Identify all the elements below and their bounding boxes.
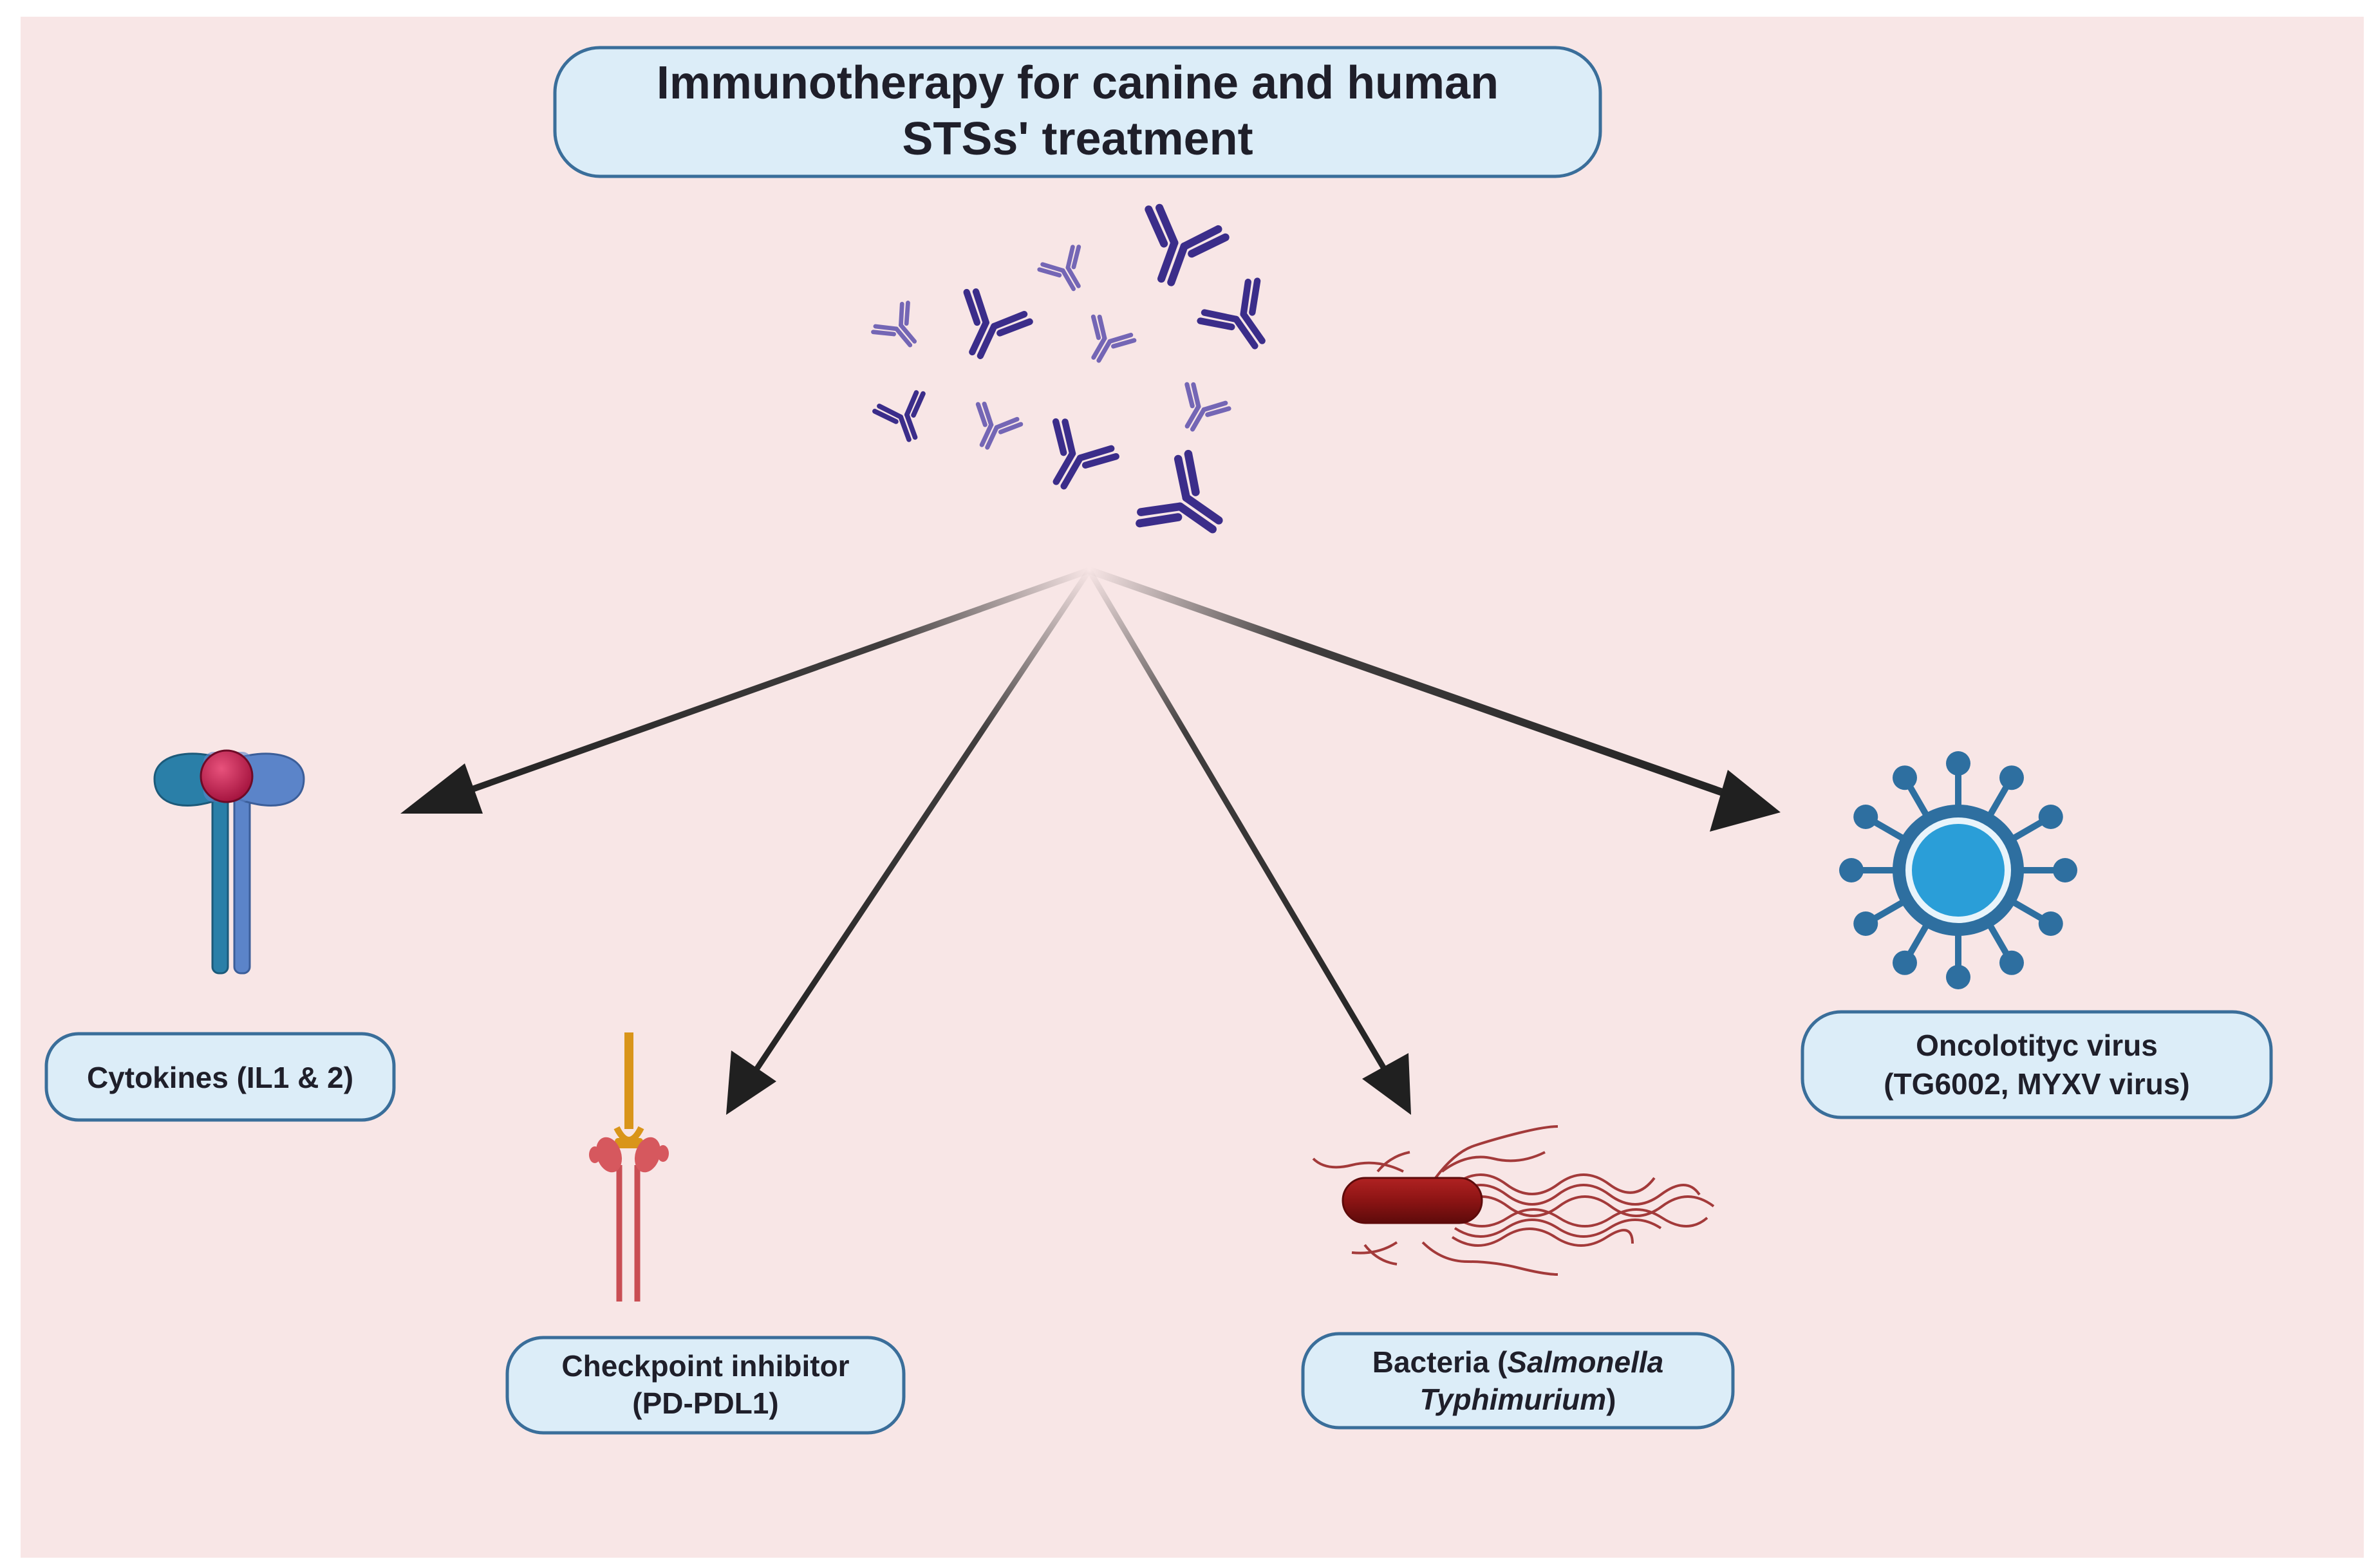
virus-icon	[1839, 751, 2077, 989]
virus-core	[1912, 824, 2005, 917]
checkpoint-label-line-1: Checkpoint inhibitor	[561, 1349, 849, 1383]
arrow-to-cytokines	[400, 567, 1090, 814]
cytokine-receptor-icon	[153, 749, 305, 975]
title-box: Immunotherapy for canine and human STSs'…	[553, 46, 1602, 178]
virus-spike-tip	[1893, 950, 1917, 975]
arrow-to-checkpoint	[726, 568, 1092, 1115]
bacterium-body	[1342, 1177, 1483, 1224]
title-line-2: STSs' treatment	[902, 113, 1253, 165]
virus-spike-tip	[1946, 965, 1970, 989]
checkpoint-box: Checkpoint inhibitor (PD-PDL1)	[505, 1336, 906, 1435]
virus-spike-tip	[1839, 858, 1864, 882]
bacteria-label-line-2: Typhimurium)	[1420, 1383, 1616, 1416]
bacteria-label-suffix: )	[1606, 1383, 1616, 1416]
virus-spike-tip	[1853, 805, 1878, 829]
cytokines-label: Cytokines (IL1 & 2)	[87, 1061, 353, 1094]
bacteria-label-prefix: Bacteria (	[1372, 1345, 1508, 1379]
bacteria-label-line-1: Bacteria (Salmonella	[1372, 1345, 1664, 1379]
virus-spike-tip	[1946, 751, 1970, 776]
virus-spike-tip	[1999, 950, 2024, 975]
virus-spike-tip	[1999, 765, 2024, 790]
virus-spike-tip	[1893, 765, 1917, 790]
virus-spike-tip	[2038, 805, 2063, 829]
arrow-to-virus	[1088, 566, 1781, 832]
virus-spike-tip	[1853, 911, 1878, 936]
virus-box: Oncolotityc virus (TG6002, MYXV virus)	[1801, 1010, 2273, 1119]
title-line-1: Immunotherapy for canine and human	[657, 57, 1499, 109]
bacteria-label-genus: Salmonella	[1507, 1345, 1663, 1379]
virus-spike-tip	[2038, 911, 2063, 936]
bacteria-label-species: Typhimurium	[1420, 1383, 1607, 1416]
bacteria-box: Bacteria (Salmonella Typhimurium)	[1301, 1332, 1735, 1430]
bacterium-icon	[1312, 1125, 1715, 1276]
virus-label-line-2: (TG6002, MYXV virus)	[1884, 1067, 2190, 1101]
arrows	[400, 566, 1781, 1115]
virus-spike-tip	[2053, 858, 2077, 882]
virus-label-line-1: Oncolotityc virus	[1916, 1029, 2158, 1062]
diagram-background	[21, 17, 2364, 1558]
arrow-to-bacteria	[1087, 568, 1411, 1115]
checkpoint-label-line-2: (PD-PDL1)	[632, 1386, 778, 1420]
cytokines-box: Cytokines (IL1 & 2)	[44, 1032, 396, 1122]
checkpoint-receptor-icon	[589, 1032, 669, 1302]
